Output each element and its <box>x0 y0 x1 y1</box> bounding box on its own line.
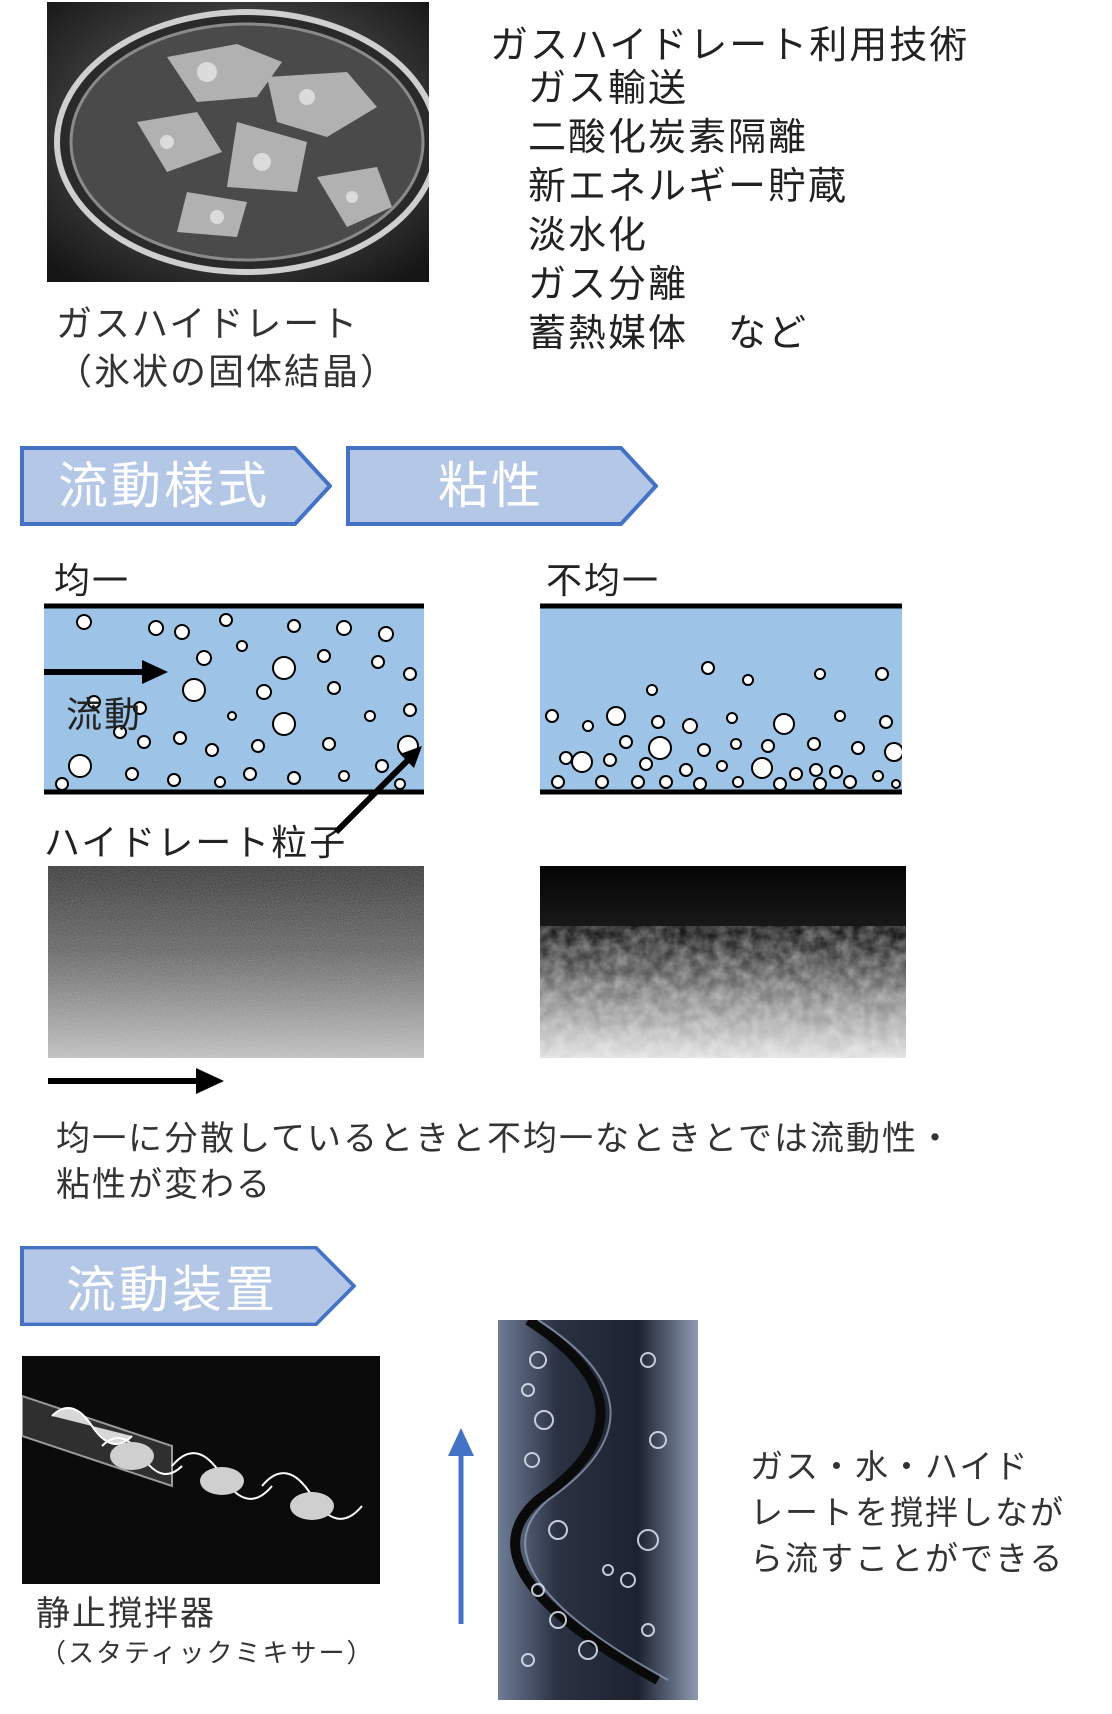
static-mixer-subcaption: （スタティックミキサー） <box>40 1639 375 1669</box>
static-mixer-caption: 静止撹拌器 <box>36 1594 216 1634</box>
mixer-note-line2: レートを撹拌しなが <box>750 1493 1065 1532</box>
flow-label: 流動 <box>66 695 143 736</box>
mixer-note-line3: ら流すことができる <box>750 1539 1065 1578</box>
uniform-flow-photo <box>48 866 424 1058</box>
applications-title: ガスハイドレート利用技術 <box>490 23 970 67</box>
mixer-note-line1: ガス・水・ハイド <box>750 1447 1030 1486</box>
upward-flow-arrow <box>448 1428 474 1624</box>
application-item: 淡水化 <box>528 213 649 257</box>
application-item: ガス輸送 <box>528 66 689 110</box>
nonuniform-pipe-diagram <box>540 598 904 800</box>
particle-pointer-arrow <box>333 746 422 835</box>
static-mixer-photo <box>22 1356 380 1584</box>
hydrate-photo <box>47 2 429 282</box>
application-item: 二酸化炭素隔離 <box>528 115 809 159</box>
application-item: ガス分離 <box>528 262 689 306</box>
uniform-label: 均一 <box>54 561 131 602</box>
viscosity-label: 粘性 <box>438 457 544 515</box>
mixer-flow-photo <box>498 1320 698 1700</box>
particle-label: ハイドレート粒子 <box>44 823 348 864</box>
nonuniform-flow-photo <box>540 866 906 1058</box>
hydrate-caption-line2: （氷状の固体結晶） <box>56 352 399 393</box>
application-item: 新エネルギー貯蔵 <box>528 164 849 208</box>
applications-list: ガス輸送 二酸化炭素隔離 新エネルギー貯蔵 淡水化 ガス分離 蓄熱媒体 など <box>528 64 848 358</box>
flow-device-banner: 流動装置 <box>20 1246 356 1326</box>
flow-pattern-label: 流動様式 <box>58 457 270 515</box>
flow-device-label: 流動装置 <box>66 1261 278 1319</box>
flow-pattern-banner: 流動様式 <box>20 446 332 526</box>
flow-note-line2: 粘性が変わる <box>56 1165 272 1205</box>
viscosity-banner: 粘性 <box>346 446 658 526</box>
application-item: 蓄熱媒体 など <box>528 311 809 355</box>
nonuniform-label: 不均一 <box>546 561 661 602</box>
uniform-pipe-diagram: 流動 <box>44 598 424 800</box>
hydrate-caption-line1: ガスハイドレート <box>56 304 360 345</box>
flow-note-line1: 均一に分散しているときと不均一なときとでは流動性・ <box>56 1119 954 1159</box>
flow-direction-arrow <box>48 1068 224 1094</box>
